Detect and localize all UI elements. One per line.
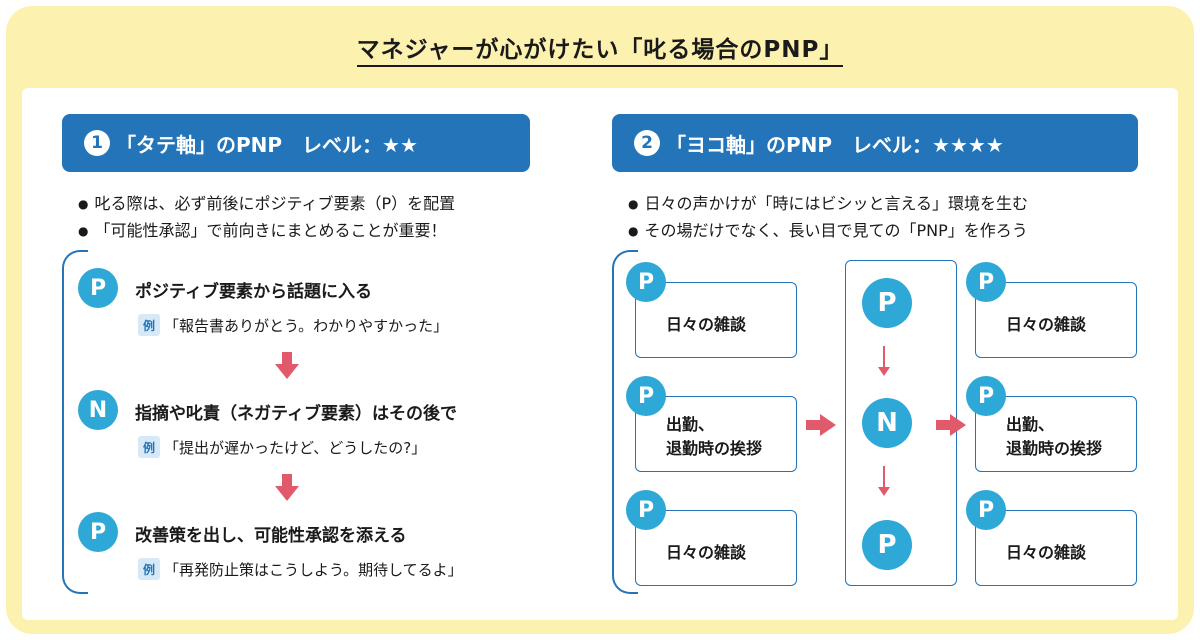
mid-circle-1: P <box>862 278 912 328</box>
left-bracket <box>62 250 88 594</box>
step-1-example-text: 「報告書ありがとう。わかりやすかった」 <box>164 316 449 335</box>
left-col-circle-2: P <box>626 376 666 416</box>
example-badge: 例 <box>138 314 160 336</box>
example-badge: 例 <box>138 558 160 580</box>
step-2-circle: N <box>78 390 118 430</box>
right-banner-text: 「ヨコ軸」のPNP レベル：★★★★ <box>666 132 1004 157</box>
left-bullet-1: 叱る際は、必ず前後にポジティブ要素（P）を配置 <box>78 191 455 218</box>
box-text: 出勤、 <box>666 415 715 434</box>
box-text: 退勤時の挨拶 <box>1006 439 1103 458</box>
box-text: 日々の雑談 <box>666 315 747 334</box>
right-bullet-2: その場だけでなく、長い目で見ての「PNP」を作ろう <box>628 218 1028 245</box>
step-3-example-text: 「再発防止策はこうしよう。期待してるよ」 <box>164 560 463 579</box>
right-bullet-1: 日々の声かけが「時にはビシッと言える」環境を生む <box>628 191 1028 218</box>
right-col-box-2: 出勤、 退勤時の挨拶 <box>975 396 1137 472</box>
box-text: 出勤、 <box>1006 415 1055 434</box>
right-col-circle-1: P <box>966 262 1006 302</box>
mid-circle-3: P <box>862 520 912 570</box>
left-col-circle-3: P <box>626 490 666 530</box>
right-bullets: 日々の声かけが「時にはビシッと言える」環境を生む その場だけでなく、長い目で見て… <box>628 191 1028 245</box>
right-banner: 2 「ヨコ軸」のPNP レベル：★★★★ <box>612 114 1138 172</box>
right-arrow-1 <box>806 414 836 436</box>
left-bullets: 叱る際は、必ず前後にポジティブ要素（P）を配置 「可能性承認」で前向きにまとめる… <box>78 191 455 245</box>
section-number-1: 1 <box>84 130 110 156</box>
left-col-box-1: 日々の雑談 <box>635 282 797 358</box>
box-text: 日々の雑談 <box>666 543 747 562</box>
left-banner-text: 「タテ軸」のPNP レベル：★★ <box>116 132 418 157</box>
right-arrow-2 <box>936 414 966 436</box>
thin-down-arrow-2 <box>878 466 890 496</box>
down-arrow-2 <box>275 474 299 501</box>
right-col-circle-3: P <box>966 490 1006 530</box>
title-text: マネジャーが心がけたい「叱る場合のPNP」 <box>356 37 844 67</box>
right-col-box-1: 日々の雑談 <box>975 282 1137 358</box>
left-bullet-2: 「可能性承認」で前向きにまとめることが重要！ <box>78 218 455 245</box>
step-2-heading: 指摘や叱責（ネガティブ要素）はその後で <box>135 404 457 424</box>
left-col-box-3: 日々の雑談 <box>635 510 797 586</box>
right-bracket <box>612 250 638 594</box>
left-banner: 1 「タテ軸」のPNP レベル：★★ <box>62 114 530 172</box>
right-col-circle-2: P <box>966 376 1006 416</box>
mid-circle-2: N <box>862 398 912 448</box>
left-col-circle-1: P <box>626 262 666 302</box>
thin-down-arrow-1 <box>878 346 890 376</box>
step-3-example: 例 「再発防止策はこうしよう。期待してるよ」 <box>138 558 463 580</box>
step-1-circle: P <box>78 268 118 308</box>
example-badge: 例 <box>138 436 160 458</box>
right-col-box-3: 日々の雑談 <box>975 510 1137 586</box>
step-3-circle: P <box>78 512 118 552</box>
step-1-example: 例 「報告書ありがとう。わかりやすかった」 <box>138 314 448 336</box>
section-number-2: 2 <box>634 130 660 156</box>
box-text: 日々の雑談 <box>1006 543 1087 562</box>
box-text: 退勤時の挨拶 <box>666 439 763 458</box>
step-2-example: 例 「提出が遅かったけど、どうしたの?」 <box>138 436 426 458</box>
step-2-example-text: 「提出が遅かったけど、どうしたの?」 <box>164 438 427 457</box>
step-1-heading: ポジティブ要素から話題に入る <box>135 282 372 302</box>
down-arrow-1 <box>275 352 299 379</box>
step-3-heading: 改善策を出し、可能性承認を添える <box>135 526 407 546</box>
left-col-box-2: 出勤、 退勤時の挨拶 <box>635 396 797 472</box>
box-text: 日々の雑談 <box>1006 315 1087 334</box>
page-title: マネジャーが心がけたい「叱る場合のPNP」 <box>0 30 1200 67</box>
